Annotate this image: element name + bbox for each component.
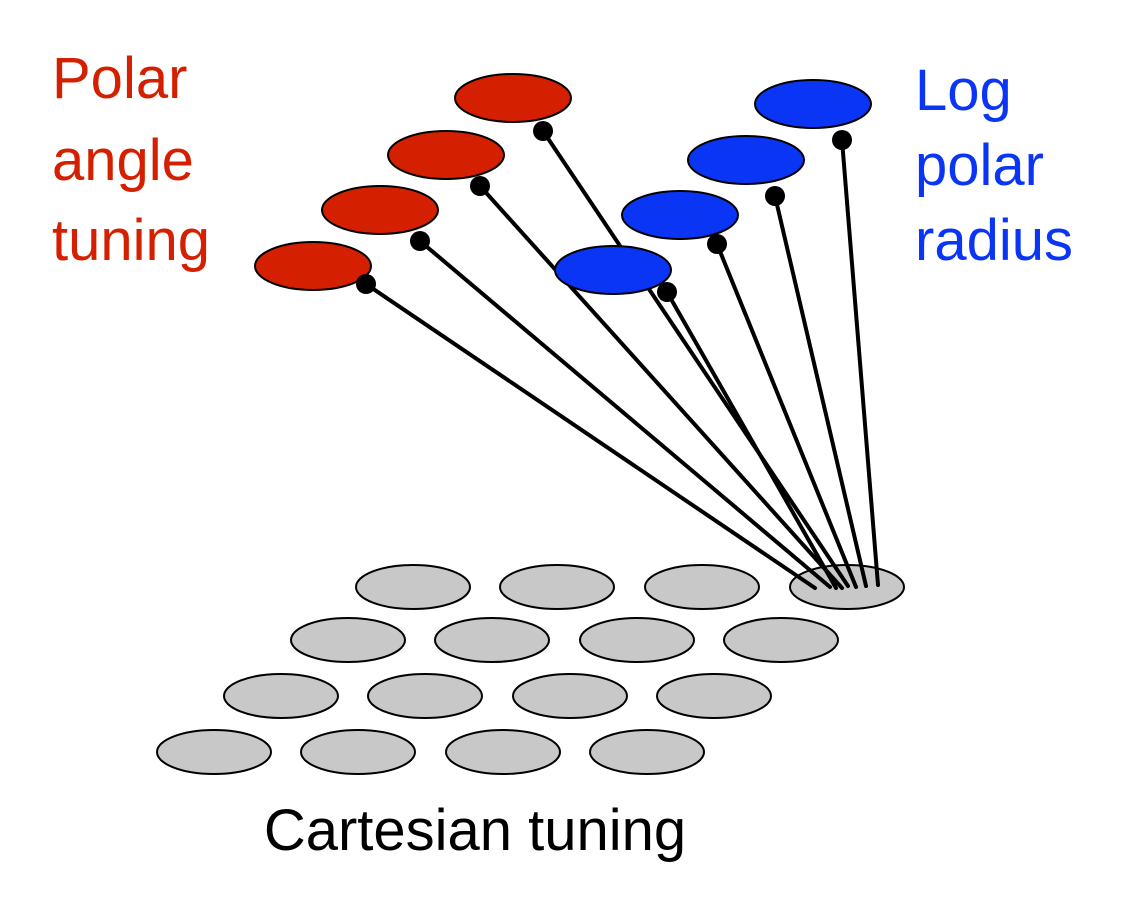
log-polar-unit	[621, 190, 739, 240]
connection-dot	[832, 130, 852, 150]
polar-angle-label-line-2: angle	[52, 128, 194, 193]
log-polar-label-line-2: polar	[915, 133, 1044, 198]
cartesian-unit	[434, 617, 550, 663]
connection-dot	[410, 231, 430, 251]
cartesian-unit	[589, 729, 705, 775]
cartesian-unit	[300, 729, 416, 775]
log-polar-label-line-3: radius	[915, 208, 1073, 273]
cartesian-unit	[290, 617, 406, 663]
connection-lines	[364, 129, 880, 590]
polar-angle-unit	[321, 185, 439, 235]
connection-dot	[470, 176, 490, 196]
polar-angle-unit	[254, 241, 372, 291]
log-polar-unit	[687, 135, 805, 185]
connection-line	[478, 184, 844, 590]
cartesian-grid	[156, 564, 905, 775]
polar-angle-label-line-3: tuning	[52, 208, 210, 273]
log-polar-units	[554, 79, 872, 295]
cartesian-unit	[445, 729, 561, 775]
polar-angle-label: Polar angle tuning	[52, 46, 210, 273]
cartesian-unit	[499, 564, 615, 610]
cartesian-unit	[223, 673, 339, 719]
log-polar-label-line-1: Log	[915, 58, 1012, 123]
cartesian-unit	[644, 564, 760, 610]
connection-dot	[356, 274, 376, 294]
polar-angle-unit	[387, 130, 505, 180]
cartesian-unit	[723, 617, 839, 663]
connection-line	[840, 138, 880, 587]
connection-dot	[765, 186, 785, 206]
cartesian-unit	[367, 673, 483, 719]
cartesian-unit	[579, 617, 695, 663]
connection-dot	[657, 282, 677, 302]
connection-dot	[533, 121, 553, 141]
cartesian-unit	[156, 729, 272, 775]
connection-endpoints	[356, 121, 852, 302]
log-polar-unit	[754, 79, 872, 129]
log-polar-label: Log polar radius	[915, 58, 1073, 273]
cartesian-tuning-label: Cartesian tuning	[264, 798, 686, 863]
cartesian-unit	[656, 673, 772, 719]
connection-line	[715, 242, 858, 589]
connection-line	[773, 194, 868, 588]
connection-line	[541, 129, 850, 588]
log-polar-unit	[554, 245, 672, 295]
polar-angle-unit	[454, 73, 572, 123]
polar-angle-units	[254, 73, 572, 291]
cartesian-unit	[355, 564, 471, 610]
polar-angle-label-line-1: Polar	[52, 46, 187, 111]
connection-dot	[707, 234, 727, 254]
connection-line	[418, 239, 832, 589]
cartesian-unit	[512, 673, 628, 719]
connection-line	[364, 282, 817, 590]
